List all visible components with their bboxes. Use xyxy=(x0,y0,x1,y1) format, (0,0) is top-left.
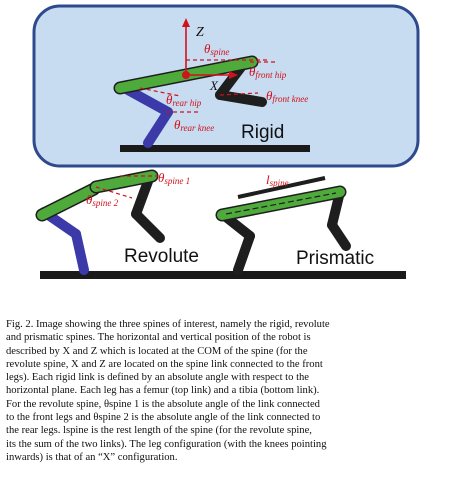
theta-rear-knee-label: θrear knee xyxy=(174,117,214,133)
caption-line: legs). Each rigid link is defined by an … xyxy=(6,372,310,384)
caption-line: Fig. 2. Image showing the three spines o… xyxy=(6,319,330,330)
rigid-front-tibia xyxy=(215,90,267,107)
revolute-model: θspine 1 θspine 2 Revolute xyxy=(35,169,406,279)
caption-line: to the front legs and θspine 2 is the ab… xyxy=(6,412,321,424)
caption-line: the rear legs. lspine is the rest length… xyxy=(6,425,312,437)
l-spine-label: lspine xyxy=(266,172,289,188)
z-axis-label: Z xyxy=(196,25,204,40)
caption-line: For the revolute spine, θspine 1 is the … xyxy=(6,398,320,410)
prismatic-rear-tibia xyxy=(233,231,255,275)
caption-line: inwards) is that of an “X” configuration… xyxy=(6,451,178,463)
theta-front-knee-label: θfront knee xyxy=(266,88,308,104)
caption-line: horizontal plane. Each leg has a femur (… xyxy=(6,385,320,397)
theta-front-hip-label: θfront hip xyxy=(249,64,287,80)
x-axis-label: X xyxy=(209,78,219,93)
caption-line: described by X and Z which is located at… xyxy=(6,345,308,357)
robot-spine-figure: Z X θspine θfront hip θrear hip θfront k… xyxy=(32,4,420,279)
theta-spine2-label: θspine 2 xyxy=(86,192,119,208)
revolute-ground xyxy=(40,271,406,279)
rigid-rear-femur xyxy=(123,85,173,117)
theta-spine1-label: θspine 1 xyxy=(158,170,190,186)
revolute-rear-tibia xyxy=(71,229,89,275)
prismatic-rear-femur xyxy=(221,212,255,241)
theta-spine-label: θspine xyxy=(204,41,229,57)
caption-line: revolute spine, X and Z are located on t… xyxy=(6,358,323,370)
revolute-title: Revolute xyxy=(124,246,199,267)
prismatic-front-tibia xyxy=(327,220,351,251)
revolute-front-tibia xyxy=(131,209,165,243)
l-spine-bar xyxy=(237,176,326,199)
rigid-ground xyxy=(120,145,310,152)
rigid-model: Z X θspine θfront hip θrear hip θfront k… xyxy=(113,18,310,152)
caption-line: and prismatic spines. The horizontal and… xyxy=(6,332,311,344)
figure-caption: Fig. 2. Image showing the three spines o… xyxy=(6,318,447,464)
rigid-rear-tibia xyxy=(143,107,173,148)
rigid-title: Rigid xyxy=(241,122,284,143)
prismatic-model: lspine Prismatic xyxy=(215,172,374,275)
caption-line: its the sum of the two links). The leg c… xyxy=(6,438,327,450)
prismatic-title: Prismatic xyxy=(296,248,374,269)
theta-rear-hip-label: θrear hip xyxy=(166,92,202,108)
